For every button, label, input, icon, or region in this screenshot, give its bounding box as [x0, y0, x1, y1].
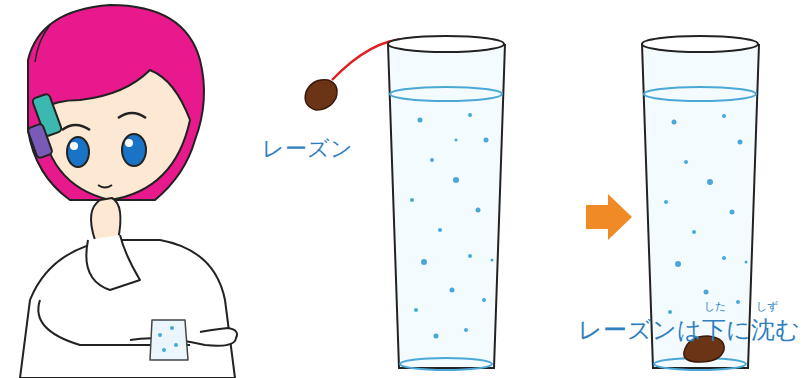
raisin-label: レーズン — [262, 138, 353, 160]
raisin — [305, 80, 337, 110]
glass — [388, 36, 505, 370]
furigana: しず — [756, 301, 778, 312]
step-arrow — [586, 194, 632, 240]
girl-figure — [20, 5, 237, 378]
furigana: した — [704, 301, 726, 312]
result-caption: レーズンは下に沈む — [578, 318, 800, 342]
